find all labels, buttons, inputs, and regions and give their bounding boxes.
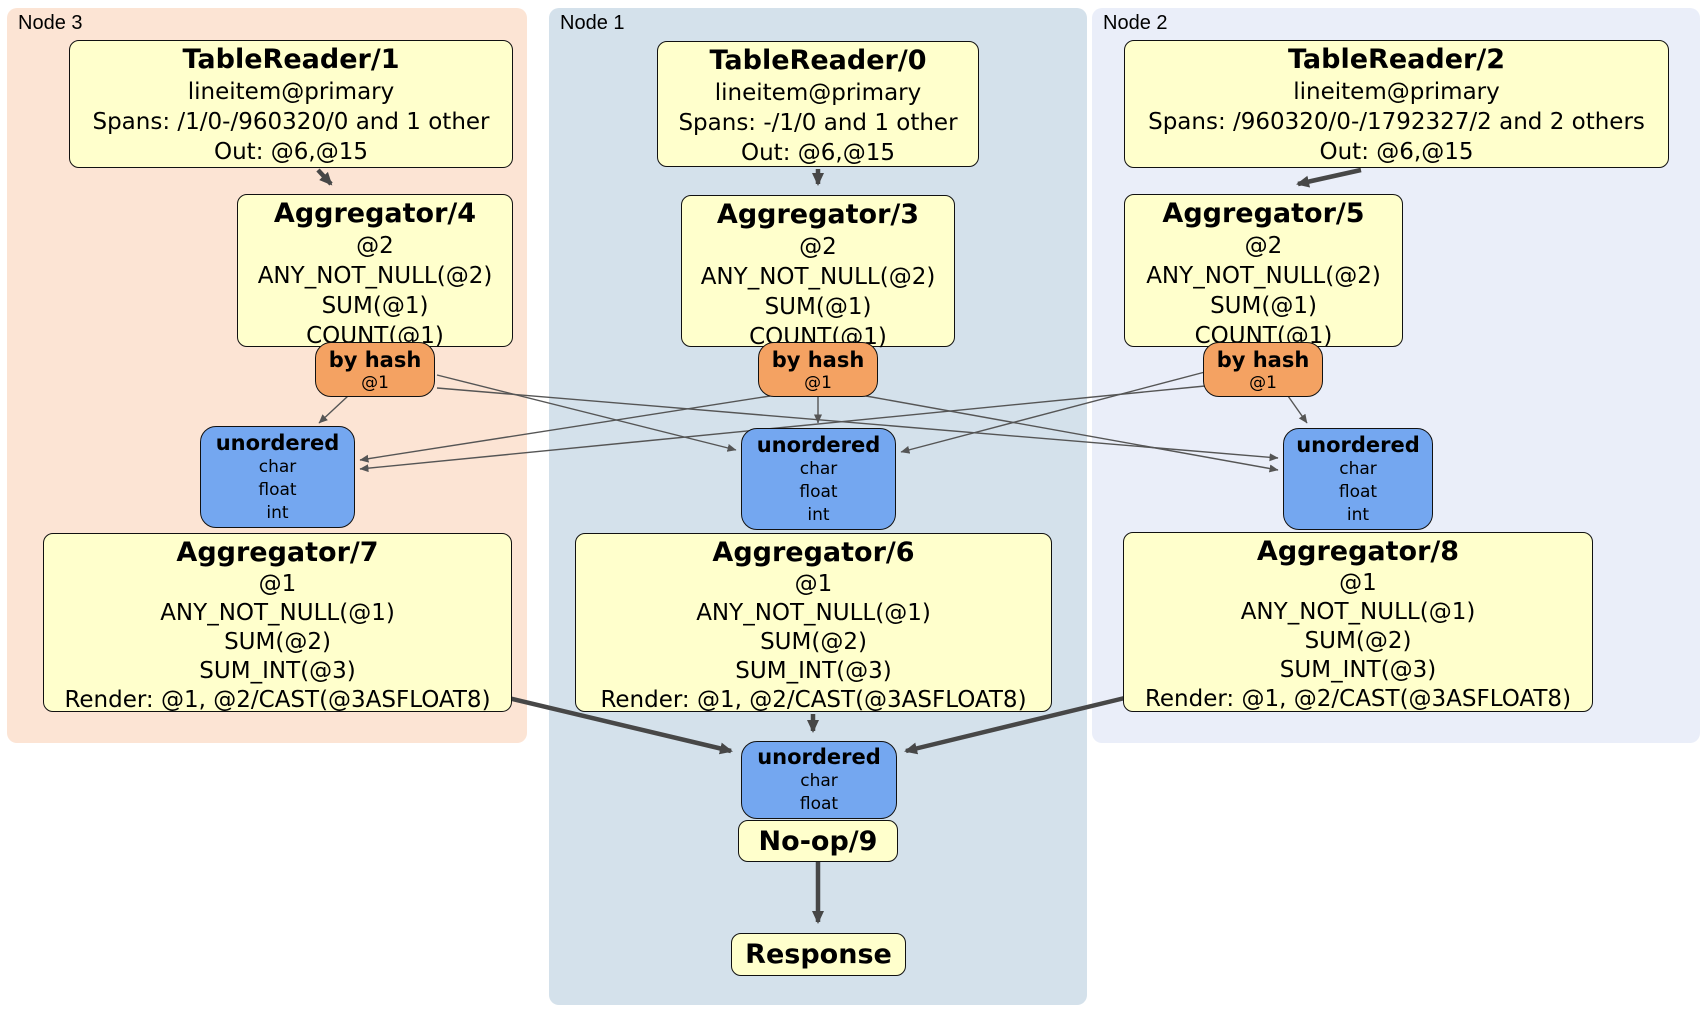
processor-detail: @1 (258, 571, 297, 597)
processor-detail: @2 (799, 234, 837, 260)
sync-type: char (800, 771, 838, 791)
processor-detail: lineitem@primary (714, 80, 922, 106)
sync-type: char (258, 456, 297, 477)
noop-box: No-op/9 (738, 820, 898, 862)
edge-hash3-sync1 (436, 374, 737, 452)
processor-detail: Out: @6,@15 (741, 140, 895, 166)
processor-title: Aggregator/7 (176, 537, 379, 568)
sync-type: char (1339, 458, 1377, 479)
router-title: by hash (1216, 347, 1310, 372)
table-reader-0-box: TableReader/0 lineitem@primary Spans: -/… (657, 41, 979, 167)
processor-detail: ANY_NOT_NULL(@2) (1146, 263, 1381, 289)
processor-detail: SUM_INT(@3) (199, 658, 356, 684)
aggregator-3-box: Aggregator/3 @2 ANY_NOT_NULL(@2) SUM(@1)… (681, 195, 955, 350)
processor-detail: @2 (356, 233, 394, 259)
processor-detail: ANY_NOT_NULL(@2) (700, 264, 936, 290)
router-key: @1 (804, 372, 832, 393)
response-label: Response (745, 939, 892, 970)
processor-detail: Spans: -/1/0 and 1 other (678, 110, 958, 136)
noop-label: No-op/9 (758, 825, 878, 857)
edge-hash3-sync2 (436, 387, 1279, 462)
hash-router-node3: by hash @1 (315, 342, 435, 397)
unordered-sync-node3: unordered char float int (200, 426, 355, 528)
table-reader-1-box: TableReader/1 lineitem@primary Spans: /1… (69, 40, 513, 168)
edge-tablereader1-aggregator4 (316, 168, 333, 186)
sync-type: float (258, 479, 297, 500)
processor-detail: ANY_NOT_NULL(@1) (1240, 599, 1476, 625)
response-box: Response (731, 933, 906, 976)
router-title: by hash (771, 347, 865, 372)
processor-detail: Render: @1, @2/CAST(@3ASFLOAT8) (600, 687, 1027, 713)
sync-title: unordered (756, 432, 881, 457)
edge-hash2-sync1 (900, 371, 1206, 454)
edge-aggregator7-finalsync (499, 693, 733, 755)
processor-detail: Out: @6,@15 (214, 139, 368, 165)
router-key: @1 (1249, 372, 1277, 393)
processor-detail: SUM(@1) (321, 293, 429, 319)
processor-detail: @1 (1339, 570, 1377, 596)
processor-detail: SUM(@2) (760, 629, 867, 655)
edge-aggregator8-finalsync (904, 693, 1134, 755)
table-reader-2-box: TableReader/2 lineitem@primary Spans: /9… (1124, 40, 1669, 168)
hash-router-node1: by hash @1 (758, 342, 878, 397)
aggregator-7-box: Aggregator/7 @1 ANY_NOT_NULL(@1) SUM(@2)… (43, 533, 512, 713)
processor-detail: SUM(@2) (224, 629, 331, 655)
processor-title: TableReader/2 (1288, 44, 1505, 75)
router-key: @1 (361, 372, 389, 393)
final-unordered-sync: unordered char float (741, 741, 897, 819)
processor-title: Aggregator/6 (712, 537, 915, 568)
processor-title: TableReader/0 (709, 45, 927, 76)
processor-title: Aggregator/8 (1256, 536, 1460, 567)
sync-title: unordered (1296, 432, 1420, 457)
sync-type: int (807, 504, 830, 525)
node2-label: Node 2 (1103, 12, 1168, 34)
processor-detail: ANY_NOT_NULL(@2) (257, 263, 493, 289)
edge-hash3-sync3 (318, 395, 349, 424)
node3-label: Node 3 (18, 12, 83, 34)
sync-title: unordered (215, 430, 340, 455)
processor-detail: lineitem@primary (1293, 79, 1500, 105)
sync-type: float (799, 481, 838, 502)
sync-type: int (266, 502, 289, 523)
sync-title: unordered (757, 745, 881, 769)
aggregator-5-box: Aggregator/5 @2 ANY_NOT_NULL(@2) SUM(@1)… (1124, 194, 1403, 349)
processor-detail: ANY_NOT_NULL(@1) (696, 600, 931, 626)
sync-type: int (1346, 504, 1370, 525)
sync-type: char (799, 458, 838, 479)
processor-detail: SUM(@1) (1210, 293, 1317, 319)
processor-detail: Out: @6,@15 (1319, 139, 1474, 165)
processor-detail: Render: @1, @2/CAST(@3ASFLOAT8) (1144, 686, 1572, 712)
unordered-sync-node1: unordered char float int (741, 428, 896, 530)
processor-detail: ANY_NOT_NULL(@1) (160, 600, 395, 626)
processor-title: Aggregator/4 (273, 198, 477, 229)
edge-hash1-sync3 (359, 395, 771, 463)
unordered-sync-node2: unordered char float int (1283, 428, 1433, 530)
processor-title: TableReader/1 (182, 44, 400, 75)
processor-detail: Render: @1, @2/CAST(@3ASFLOAT8) (64, 687, 491, 713)
processor-title: Aggregator/3 (716, 199, 920, 230)
processor-detail: lineitem@primary (187, 79, 395, 105)
aggregator-6-box: Aggregator/6 @1 ANY_NOT_NULL(@1) SUM(@2)… (575, 533, 1052, 713)
edge-tablereader2-aggregator5 (1296, 167, 1362, 188)
processor-title: Aggregator/5 (1162, 198, 1365, 229)
aggregator-8-box: Aggregator/8 @1 ANY_NOT_NULL(@1) SUM(@2)… (1123, 532, 1593, 712)
aggregator-4-box: Aggregator/4 @2 ANY_NOT_NULL(@2) SUM(@1)… (237, 194, 513, 349)
processor-detail: @1 (794, 571, 833, 597)
sync-type: float (799, 794, 839, 814)
edge-hash1-sync2 (865, 395, 1279, 473)
sync-type: float (1338, 481, 1378, 502)
node1-label: Node 1 (560, 12, 625, 34)
edge-hash2-sync2 (1287, 395, 1308, 424)
processor-detail: Spans: /1/0-/960320/0 and 1 other (92, 109, 490, 135)
processor-detail: SUM_INT(@3) (735, 658, 892, 684)
processor-detail: SUM(@2) (1304, 628, 1412, 654)
hash-router-node2: by hash @1 (1203, 342, 1323, 397)
processor-detail: SUM_INT(@3) (1279, 657, 1437, 683)
processor-detail: Spans: /960320/0-/1792327/2 and 2 others (1148, 109, 1645, 135)
processor-detail: @2 (1244, 233, 1283, 259)
edge-hash2-sync3 (359, 385, 1206, 473)
router-title: by hash (328, 347, 422, 372)
processor-detail: SUM(@1) (764, 294, 872, 320)
